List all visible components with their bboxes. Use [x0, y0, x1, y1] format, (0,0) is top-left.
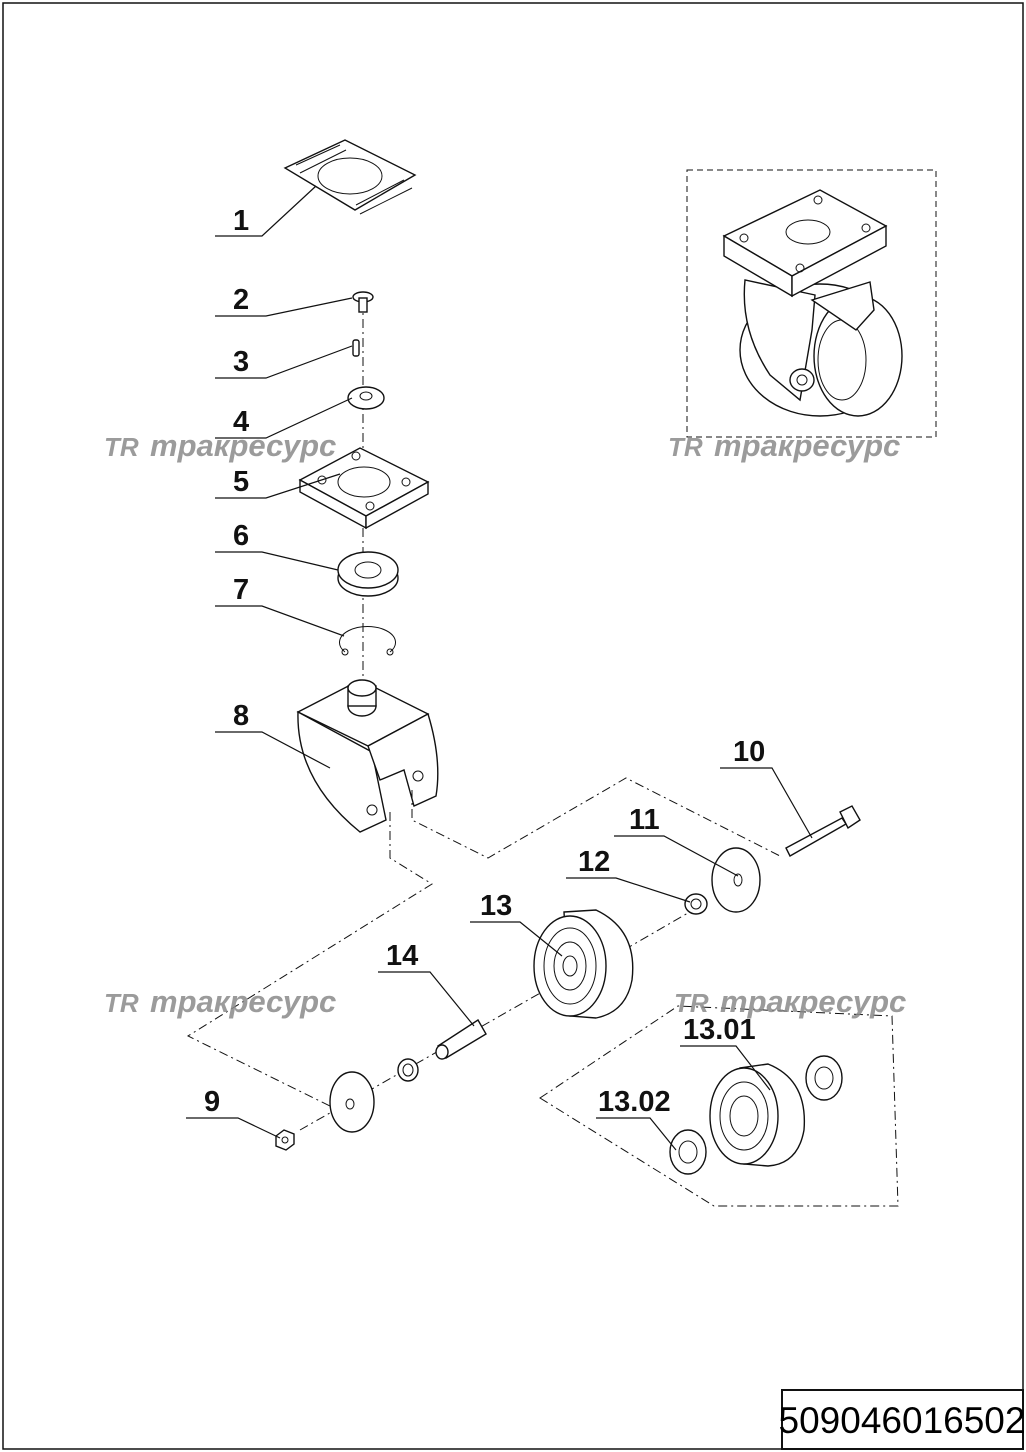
svg-text:TR: TR — [674, 988, 709, 1018]
watermark-2: TR тракресурс — [668, 428, 900, 463]
part-5-housing-plate — [298, 447, 430, 530]
svg-text:TR: TR — [104, 432, 139, 462]
part-8-fork — [296, 679, 439, 833]
part-13-01-wheel-body — [709, 1063, 806, 1167]
watermark-3: TR тракресурс — [104, 984, 336, 1019]
leader-lines — [186, 185, 813, 1151]
callout-7: 7 — [233, 574, 249, 606]
bushing — [397, 1058, 419, 1082]
part-13-wheel — [533, 909, 634, 1019]
flange-cap-left — [329, 1071, 375, 1133]
callout-13-02: 13.02 — [598, 1086, 671, 1118]
part-6-bearing — [337, 551, 399, 597]
document-number-box: 509046016502 — [779, 1389, 1026, 1450]
part-1-mounting-plate — [283, 139, 417, 215]
part-7-retaining-ring — [339, 626, 396, 656]
svg-text:тракресурс: тракресурс — [714, 428, 900, 463]
callout-2: 2 — [233, 284, 249, 316]
watermark-4: TR тракресурс — [674, 984, 906, 1019]
svg-text:тракресурс: тракресурс — [150, 428, 336, 463]
svg-text:тракресурс: тракресурс — [150, 984, 336, 1019]
callout-5: 5 — [233, 466, 249, 498]
svg-text:TR: TR — [104, 988, 139, 1018]
callout-3: 3 — [233, 346, 249, 378]
callout-6: 6 — [233, 520, 249, 552]
watermarks: TR тракресурс TR тракресурс TR тракресур… — [104, 428, 906, 1019]
part-13-02-bearing — [669, 1129, 707, 1175]
callout-13-01: 13.01 — [683, 1014, 756, 1046]
assembled-caster-view — [686, 169, 937, 438]
watermark-1: TR тракресурс — [104, 428, 336, 463]
part-10-bolt — [785, 805, 861, 857]
wheel-bearing-right — [805, 1055, 843, 1101]
part-2-screw — [352, 291, 374, 313]
callout-9: 9 — [204, 1086, 220, 1118]
part-3-pin — [352, 339, 360, 357]
callout-10: 10 — [733, 736, 765, 768]
callout-14: 14 — [386, 940, 418, 972]
svg-text:TR: TR — [668, 432, 703, 462]
part-14-axle-sleeve — [435, 1019, 487, 1060]
callout-11: 11 — [629, 804, 660, 836]
callout-13: 13 — [480, 890, 512, 922]
part-9-nut — [275, 1129, 295, 1151]
part-4-washer — [347, 386, 385, 410]
callout-labels: 1 2 3 4 5 6 7 8 9 10 11 12 13 14 13.01 1… — [204, 205, 765, 1118]
callout-1: 1 — [233, 205, 249, 237]
svg-text:тракресурс: тракресурс — [720, 984, 906, 1019]
document-number: 509046016502 — [779, 1400, 1026, 1441]
part-12-spacer — [684, 893, 708, 915]
part-11-flange-cap — [711, 847, 761, 913]
callout-8: 8 — [233, 700, 249, 732]
callout-4: 4 — [233, 406, 249, 438]
callout-12: 12 — [578, 846, 610, 878]
